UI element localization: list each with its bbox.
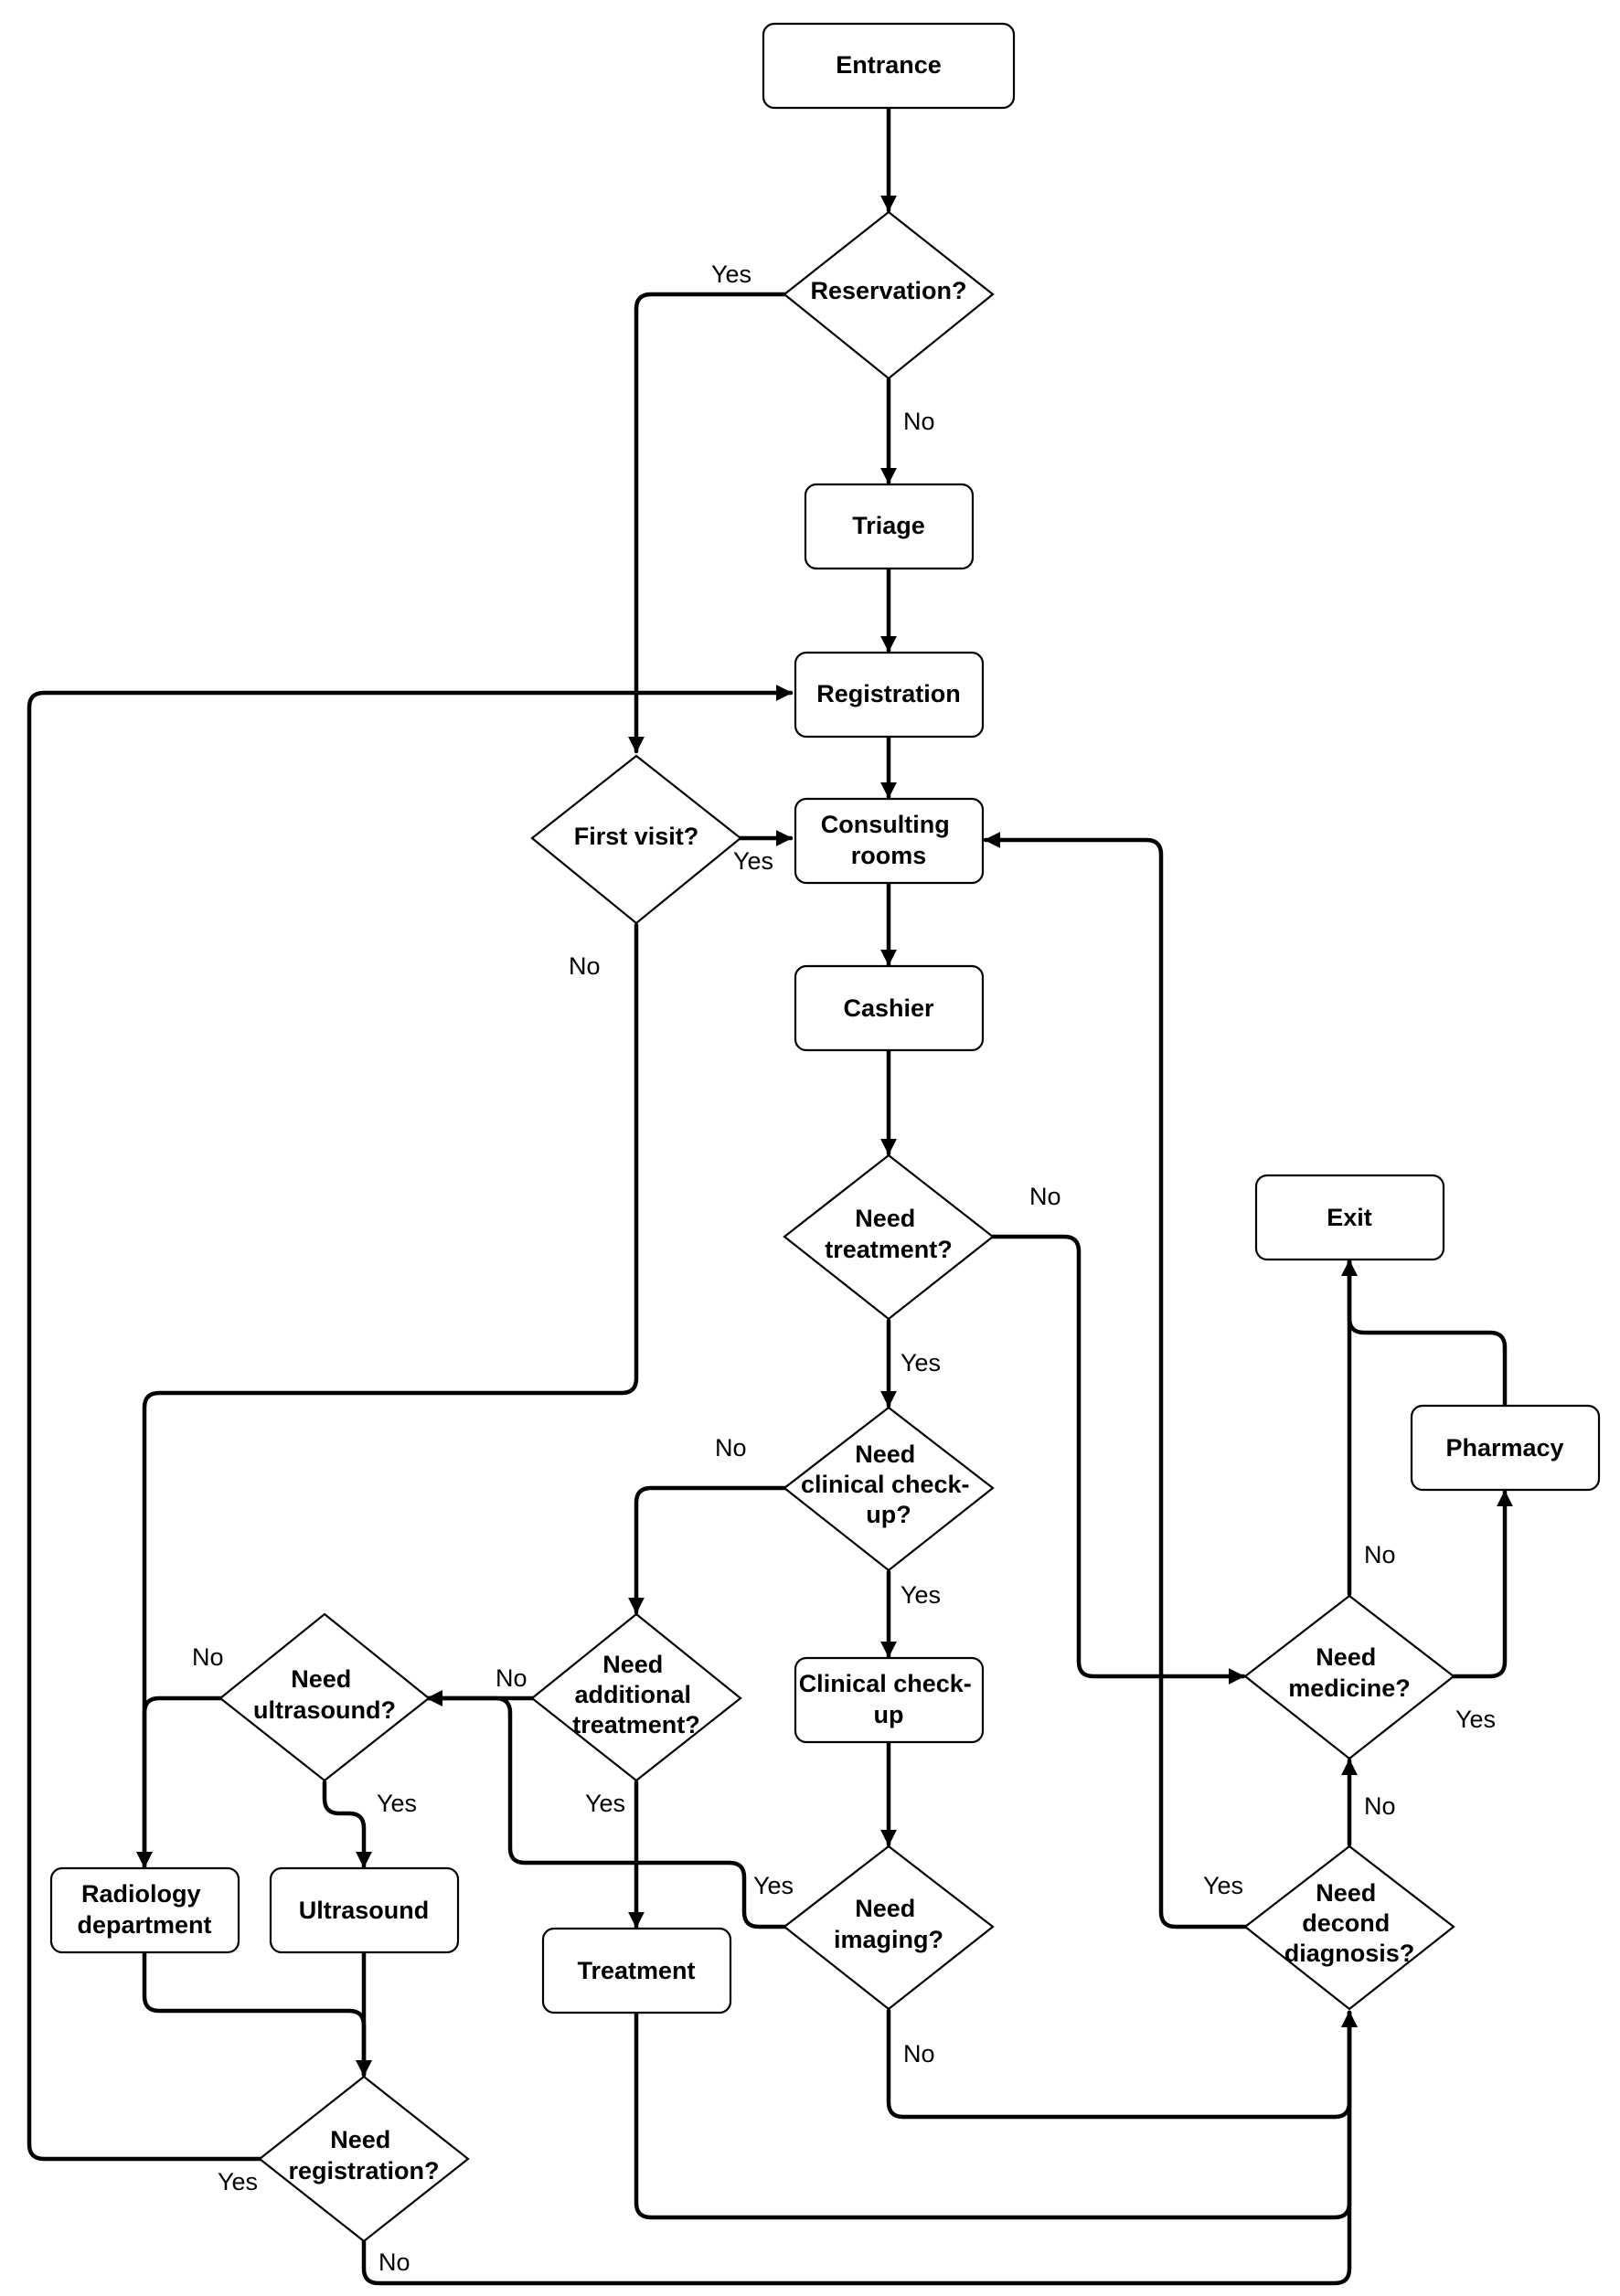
svg-text:Exit: Exit bbox=[1327, 1204, 1372, 1231]
label-reservation-yes: Yes bbox=[711, 260, 751, 288]
node-radiology-department: Radiology department bbox=[49, 1866, 240, 1954]
edge-need-imaging-yes-to-need-ultrasound bbox=[425, 1690, 789, 1929]
edge-need-registration-yes-to-registration bbox=[27, 685, 794, 2162]
label-need-second-diagnosis-no: No bbox=[1364, 1792, 1396, 1820]
label-need-medicine-no: No bbox=[1364, 1541, 1396, 1568]
svg-text:Cashier: Cashier bbox=[843, 994, 934, 1022]
node-registration: Registration bbox=[794, 651, 985, 739]
edge-need-second-diagnosis-yes-to-consulting bbox=[983, 832, 1249, 1929]
edge-need-treatment-no-to-need-medicine bbox=[990, 1234, 1246, 1685]
decision-need-clinical-check-up: Need clinical check- up? bbox=[783, 1406, 995, 1572]
svg-text:Need additional: Need additional treatment? bbox=[572, 1651, 700, 1738]
svg-text:Entrance: Entrance bbox=[836, 51, 942, 79]
svg-text:Need ultrasound?: Need ultrasound? bbox=[253, 1665, 396, 1724]
label-need-treatment-yes: Yes bbox=[901, 1349, 941, 1377]
label-first-visit-no: No bbox=[569, 952, 601, 980]
decision-need-additional-treatment: Need additional treatment? bbox=[530, 1612, 742, 1782]
edge-first-visit-no-to-radiology bbox=[136, 922, 639, 1869]
node-entrance: Entrance bbox=[762, 22, 1016, 110]
decision-first-visit: First visit? bbox=[530, 754, 742, 925]
decision-need-ultrasound: Need ultrasound? bbox=[218, 1612, 431, 1782]
label-reservation-no: No bbox=[903, 408, 935, 435]
edge-reservation-yes-to-first-visit bbox=[628, 292, 789, 754]
edge-need-medicine-yes-to-pharmacy bbox=[1451, 1489, 1513, 1679]
label-need-imaging-no: No bbox=[903, 2040, 935, 2067]
svg-text:Reservation?: Reservation? bbox=[810, 277, 966, 304]
node-ultrasound: Ultrasound bbox=[269, 1866, 460, 1954]
svg-text:Consulting rooms: Consulting rooms bbox=[821, 811, 957, 869]
edge-need-ultrasound-yes-to-ultrasound bbox=[322, 1780, 372, 1869]
svg-text:Radiology department: Radiology department bbox=[77, 1880, 211, 1939]
svg-text:Need treatment?: Need treatment? bbox=[825, 1205, 953, 1263]
node-exit: Exit bbox=[1254, 1174, 1445, 1261]
decision-need-second-diagnosis: Need decond diagnosis? bbox=[1243, 1844, 1455, 2011]
svg-text:First visit?: First visit? bbox=[574, 823, 699, 850]
node-cashier: Cashier bbox=[794, 964, 985, 1052]
label-need-clinical-yes: Yes bbox=[901, 1581, 941, 1609]
node-triage: Triage bbox=[804, 483, 975, 570]
edge-labels: Yes No Yes No No Yes No Yes No Yes No Ye… bbox=[192, 260, 1496, 2276]
edge-need-clinical-no-to-need-additional bbox=[628, 1485, 789, 1615]
label-need-second-diagnosis-yes: Yes bbox=[1203, 1872, 1243, 1899]
node-consulting-rooms: Consulting rooms bbox=[794, 797, 985, 885]
node-clinical-check-up: Clinical check- up bbox=[794, 1656, 985, 1744]
label-need-medicine-yes: Yes bbox=[1455, 1706, 1496, 1733]
edge-treatment-to-need-second-diagnosis bbox=[634, 2010, 1358, 2220]
nodes: Entrance Reservation? Triage Registratio… bbox=[49, 22, 1601, 2243]
decision-need-imaging: Need imaging? bbox=[783, 1844, 995, 2011]
decision-need-medicine: Need medicine? bbox=[1243, 1594, 1455, 1760]
edge-pharmacy-to-exit bbox=[1341, 1259, 1508, 1407]
svg-text:Need clinical check-: Need clinical check- up? bbox=[801, 1440, 976, 1528]
edge-need-registration-no-to-need-second-diagnosis bbox=[361, 2010, 1358, 2286]
label-need-registration-yes: Yes bbox=[218, 2168, 258, 2195]
edge-need-imaging-no-to-need-second-diagnosis bbox=[886, 2008, 1358, 2120]
svg-text:Pharmacy: Pharmacy bbox=[1445, 1434, 1563, 1462]
svg-text:Registration: Registration bbox=[816, 680, 961, 707]
edge-radiology-to-need-registration bbox=[142, 1950, 372, 2078]
svg-text:Triage: Triage bbox=[852, 512, 925, 539]
edges bbox=[27, 105, 1513, 2286]
label-need-clinical-no: No bbox=[715, 1434, 747, 1462]
svg-text:Treatment: Treatment bbox=[577, 1957, 695, 1984]
label-need-treatment-no: No bbox=[1029, 1183, 1061, 1210]
svg-text:Need registration?: Need registration? bbox=[288, 2126, 439, 2184]
label-need-ultrasound-yes: Yes bbox=[377, 1790, 417, 1817]
label-need-registration-no: No bbox=[378, 2248, 410, 2276]
node-treatment: Treatment bbox=[541, 1927, 732, 2014]
svg-text:Clinical check- up: Clinical check- up bbox=[799, 1670, 979, 1728]
svg-text:Ultrasound: Ultrasound bbox=[299, 1897, 430, 1924]
edge-need-ultrasound-no-to-radiology bbox=[136, 1695, 224, 1869]
label-need-additional-yes: Yes bbox=[585, 1790, 625, 1817]
decision-reservation: Reservation? bbox=[783, 210, 995, 380]
label-first-visit-yes: Yes bbox=[733, 847, 773, 875]
label-need-ultrasound-no: No bbox=[192, 1643, 224, 1671]
node-pharmacy: Pharmacy bbox=[1410, 1404, 1601, 1492]
svg-text:Need decond di: Need decond diagnosis? bbox=[1284, 1879, 1415, 1967]
decision-need-treatment: Need treatment? bbox=[783, 1153, 995, 1321]
label-need-imaging-yes: Yes bbox=[753, 1872, 794, 1899]
svg-text:Need imaging?: Need imaging? bbox=[834, 1895, 943, 1953]
label-need-additional-no: No bbox=[496, 1664, 528, 1692]
decision-need-registration: Need registration? bbox=[258, 2075, 470, 2243]
svg-text:Need medicine?: Need medicine? bbox=[1288, 1643, 1411, 1702]
